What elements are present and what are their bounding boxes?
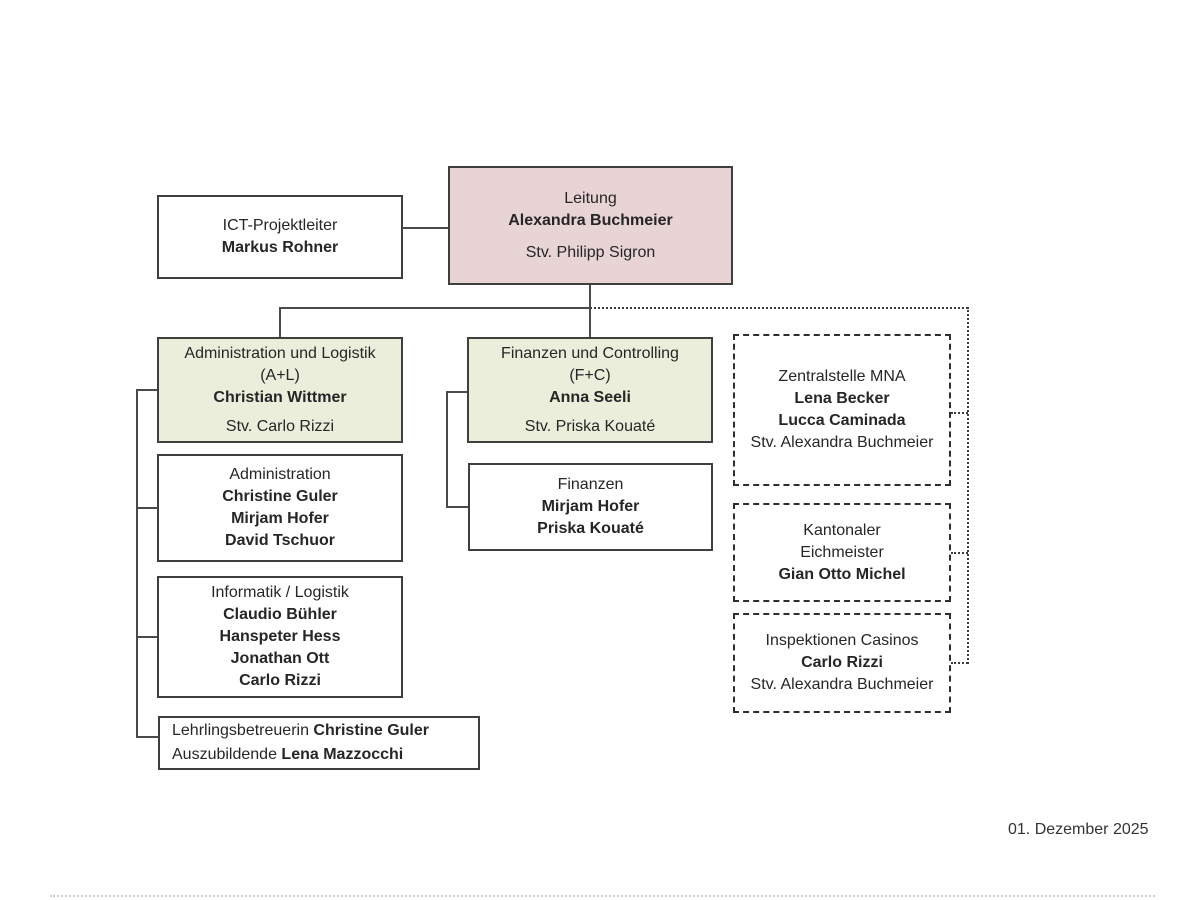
connector-stub-al (136, 389, 157, 391)
role-label: Auszubildende (172, 746, 282, 763)
person-name: Christine Guler (313, 722, 429, 739)
person-name: Mirjam Hofer (231, 510, 329, 527)
box-title: ICT-Projektleiter (222, 217, 338, 234)
box-title: Finanzen und Controlling (501, 344, 679, 362)
deputy-name: Stv. Alexandra Buchmeier (750, 434, 934, 451)
connector-al-sidebar (136, 389, 138, 737)
connector-stub-fc (446, 391, 467, 393)
org-box-leitung: Leitung Alexandra Buchmeier Stv. Philipp… (448, 166, 733, 285)
box-title: Administration (229, 466, 331, 483)
box-title-line2: Eichmeister (800, 543, 884, 561)
deputy-name: Stv. Alexandra Buchmeier (750, 676, 934, 693)
connector-stub-zentralstelle (951, 412, 968, 414)
connector-al-drop (279, 307, 281, 338)
org-box-administration-logistik: Administration und Logistik (A+L) Christ… (157, 337, 403, 443)
lehrlinge-line1: Lehrlingsbetreuerin Christine Guler (172, 719, 429, 743)
connector-dotted-horizontal (590, 307, 968, 309)
connector-main-horizontal (279, 307, 590, 309)
org-box-inspektionen-casinos: Inspektionen Casinos Carlo Rizzi Stv. Al… (733, 613, 951, 713)
connector-stub-casinos (951, 662, 968, 664)
deputy-name: Stv. Priska Kouaté (524, 417, 656, 435)
person-name: Christine Guler (222, 488, 338, 505)
org-box-informatik-logistik: Informatik / Logistik Claudio Bühler Han… (157, 576, 403, 698)
connector-dotted-vertical (967, 307, 969, 664)
person-name: Carlo Rizzi (239, 672, 321, 689)
bottom-divider (50, 895, 1155, 897)
person-name: Claudio Bühler (223, 606, 337, 623)
person-name: Alexandra Buchmeier (508, 211, 673, 229)
person-name: Jonathan Ott (230, 650, 330, 667)
box-abbreviation: (F+C) (569, 366, 611, 384)
box-title: Zentralstelle MNA (778, 368, 906, 385)
org-box-lehrlinge: Lehrlingsbetreuerin Christine Guler Ausz… (158, 716, 480, 770)
deputy-name: Stv. Philipp Sigron (525, 243, 656, 261)
deputy-name: Stv. Carlo Rizzi (225, 417, 335, 435)
person-name: Lena Mazzocchi (281, 746, 404, 763)
person-name: Markus Rohner (221, 239, 339, 256)
box-title: Administration und Logistik (184, 344, 376, 362)
org-box-finanzen: Finanzen Mirjam Hofer Priska Kouaté (468, 463, 713, 551)
person-name: Hanspeter Hess (219, 628, 341, 645)
person-name: Christian Wittmer (213, 388, 347, 406)
role-label: Lehrlingsbetreuerin (172, 722, 314, 739)
connector-stub-finanzen (446, 506, 468, 508)
box-title: Finanzen (557, 476, 624, 493)
box-title: Kantonaler (803, 521, 881, 539)
org-box-ict-projektleiter: ICT-Projektleiter Markus Rohner (157, 195, 403, 279)
connector-stub-informatik (136, 636, 157, 638)
person-name: Anna Seeli (549, 388, 631, 406)
org-box-kantonaler-eichmeister: Kantonaler Eichmeister Gian Otto Michel (733, 503, 951, 602)
connector-leitung-drop (589, 285, 591, 338)
person-name: Lucca Caminada (778, 412, 906, 429)
connector-fc-sidebar (446, 391, 448, 508)
connector-stub-lehrlinge (136, 736, 158, 738)
org-box-finanzen-controlling: Finanzen und Controlling (F+C) Anna Seel… (467, 337, 713, 443)
box-title: Informatik / Logistik (211, 584, 349, 601)
person-name: Gian Otto Michel (778, 565, 906, 583)
person-name: Mirjam Hofer (541, 498, 640, 515)
org-box-zentralstelle-mna: Zentralstelle MNA Lena Becker Lucca Cami… (733, 334, 951, 486)
lehrlinge-line2: Auszubildende Lena Mazzocchi (172, 743, 403, 767)
box-title: Inspektionen Casinos (765, 632, 919, 649)
box-title: Leitung (564, 189, 617, 207)
person-name: Priska Kouaté (537, 520, 644, 537)
box-abbreviation: (A+L) (260, 366, 300, 384)
connector-stub-eichmeister (951, 552, 968, 554)
person-name: Lena Becker (794, 390, 890, 407)
connector-stub-administration (136, 507, 157, 509)
person-name: Carlo Rizzi (801, 654, 883, 671)
org-box-administration: Administration Christine Guler Mirjam Ho… (157, 454, 403, 562)
person-name: David Tschuor (225, 532, 335, 549)
footer-date: 01. Dezember 2025 (1008, 821, 1149, 838)
connector-ict-to-leitung (403, 227, 448, 229)
